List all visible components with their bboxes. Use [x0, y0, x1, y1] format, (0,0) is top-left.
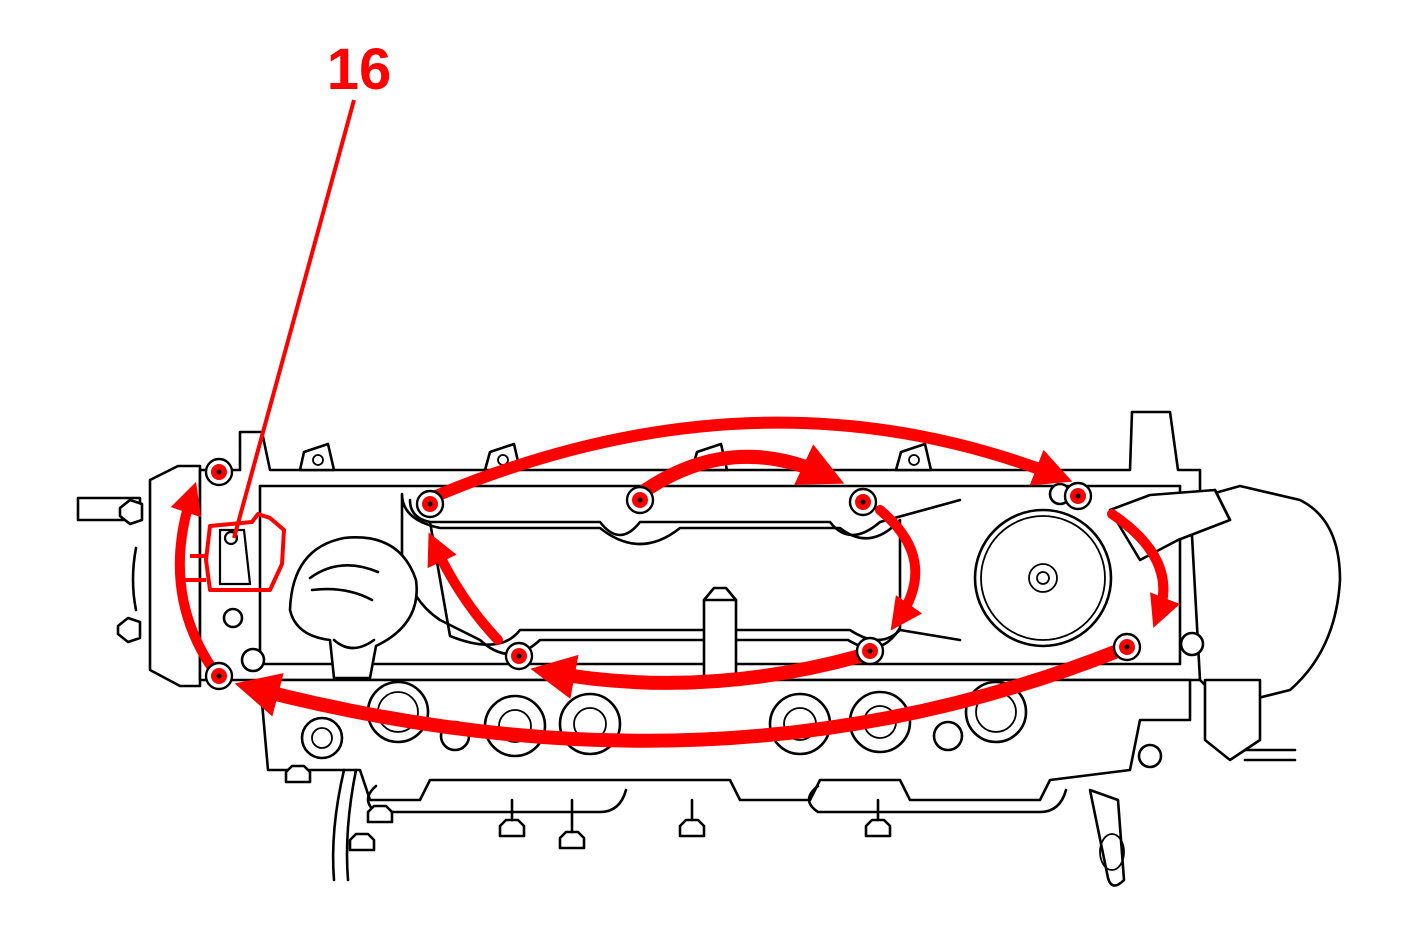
callout-leader-line: [232, 99, 356, 539]
bolt-icon: [204, 457, 234, 487]
bolt-icon: [1112, 632, 1142, 662]
sequence-arrow-icon: [427, 532, 503, 645]
sequence-arrow-icon: [430, 416, 1073, 502]
engine-line-art: [76, 410, 1342, 887]
sequence-arrow-icon: [234, 643, 1127, 748]
bolt-locations: [204, 457, 1142, 691]
bolt-icon: [415, 489, 445, 519]
bolt-icon: [848, 487, 878, 517]
bolt-icon: [204, 661, 234, 691]
bolt-icon: [625, 485, 655, 515]
bolt-icon: [855, 636, 885, 666]
callout-label: 16: [327, 37, 392, 102]
sequence-arrow-icon: [170, 481, 217, 673]
sequence-arrow-icon: [633, 444, 845, 501]
tightening-sequence-arrows: [170, 416, 1180, 748]
sequence-arrow-icon: [1107, 509, 1180, 628]
bolt-icon: [1063, 481, 1093, 511]
lower-studs: [284, 764, 892, 852]
bolt-icon: [504, 641, 534, 671]
oil-filler-cap-icon: [288, 536, 418, 680]
callout-outline: [204, 512, 286, 592]
callout-16: 16: [180, 37, 392, 592]
sequence-arrow-icon: [530, 649, 867, 699]
sequence-arrow-icon: [875, 505, 923, 631]
